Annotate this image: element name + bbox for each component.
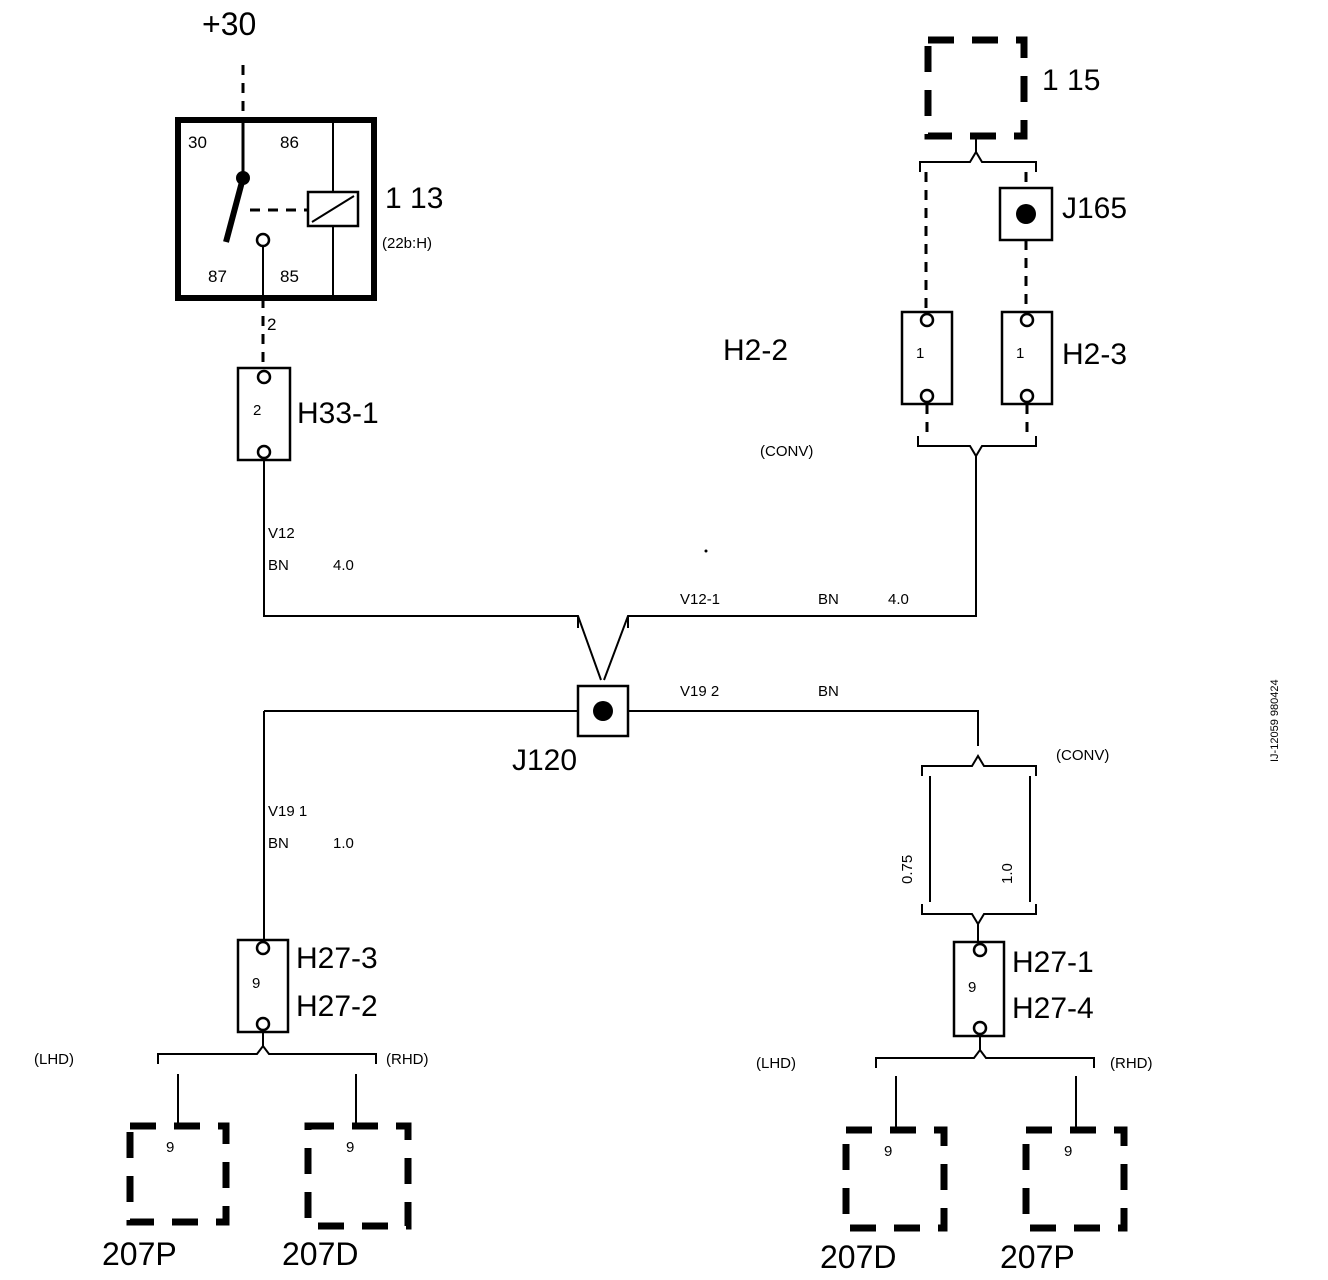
connector-h2-3: 1 xyxy=(1000,310,1054,406)
variant-rhd-left: (RHD) xyxy=(386,1051,429,1068)
h27-right-pin: 9 xyxy=(968,979,976,996)
connector-h33-1: 2 xyxy=(236,366,292,462)
relay-id: 1 13 xyxy=(385,182,443,215)
h27-2-label: H27-2 xyxy=(296,990,378,1023)
h27-4-label: H27-4 xyxy=(1012,992,1094,1025)
relay-switch-arm xyxy=(223,177,246,243)
load-207d-right xyxy=(842,1126,948,1232)
load-207d-left-pin: 9 xyxy=(346,1139,354,1156)
h27-1-label: H27-1 xyxy=(1012,946,1094,979)
variant-conv-top: (CONV) xyxy=(760,443,813,460)
load-207p-right xyxy=(1022,1126,1128,1232)
variant-conv-right: (CONV) xyxy=(1056,747,1109,764)
junction-j120-label: J120 xyxy=(512,744,577,777)
wire-v19-2-id: V19 2 xyxy=(680,683,719,700)
junction-j165 xyxy=(998,186,1054,242)
h2-2-label: H2-2 xyxy=(723,334,788,367)
connector-h2-2: 1 xyxy=(900,310,954,406)
h33-1-pin: 2 xyxy=(253,402,261,419)
wire-v12 xyxy=(263,460,602,681)
brace-1-15 xyxy=(919,150,1037,172)
wire-v19-2-color: BN xyxy=(818,683,839,700)
wire-v19-1-color: BN xyxy=(268,835,289,852)
relay-pin-87: 87 xyxy=(208,267,227,286)
component-1-15-id: 1 15 xyxy=(1042,64,1100,97)
connector-h27-right: 9 xyxy=(952,940,1006,1038)
brace-h2 xyxy=(917,436,1037,458)
load-207d-right-label: 207D xyxy=(820,1239,897,1275)
brace-split-top xyxy=(921,754,1037,776)
wire-v19-1-id: V19 1 xyxy=(268,803,307,820)
variant-rhd-right: (RHD) xyxy=(1110,1055,1153,1072)
relay-out-pin: 2 xyxy=(267,315,276,334)
brace-left-loads xyxy=(157,1044,377,1064)
relay-pin-86: 86 xyxy=(280,133,299,152)
wire-v19-2 xyxy=(628,710,979,746)
connector-h27-left: 9 xyxy=(236,938,290,1034)
wire-v12-id: V12 xyxy=(268,525,295,542)
load-207d-left-label: 207D xyxy=(282,1236,359,1272)
load-207p-left xyxy=(126,1122,230,1226)
component-1-15 xyxy=(924,36,1028,140)
h27-3-label: H27-3 xyxy=(296,942,378,975)
load-207p-left-label: 207P xyxy=(102,1236,177,1272)
wire-split-b-size: 1.0 xyxy=(999,863,1016,884)
h27-left-pin: 9 xyxy=(252,975,260,992)
wire-v12-color: BN xyxy=(268,557,289,574)
h2-2-pin: 1 xyxy=(916,345,924,362)
load-207d-right-pin: 9 xyxy=(884,1143,892,1160)
brace-right-loads xyxy=(875,1048,1095,1068)
wire-split-a-size: 0.75 xyxy=(899,855,916,884)
wire-v12-1 xyxy=(603,456,977,681)
wire-v12-size: 4.0 xyxy=(333,557,354,574)
relay-contact-87-terminal xyxy=(255,232,271,248)
h33-1-label: H33-1 xyxy=(297,397,379,430)
load-207p-left-pin: 9 xyxy=(166,1139,174,1156)
junction-j165-label: J165 xyxy=(1062,192,1127,225)
brace-split-bottom xyxy=(921,904,1037,926)
relay-note: (22b:H) xyxy=(382,235,432,252)
doc-reference: IJ-12059 980424 xyxy=(1269,679,1281,762)
h2-3-label: H2-3 xyxy=(1062,338,1127,371)
junction-j120 xyxy=(576,684,630,738)
load-207p-right-pin: 9 xyxy=(1064,1143,1072,1160)
supply-label: +30 xyxy=(202,6,256,42)
variant-lhd-right: (LHD) xyxy=(756,1055,796,1072)
wire-v12-1-color: BN xyxy=(818,591,839,608)
relay-pin-30: 30 xyxy=(188,133,207,152)
h2-3-pin: 1 xyxy=(1016,345,1024,362)
load-207d-left xyxy=(304,1122,412,1230)
relay-pin-85: 85 xyxy=(280,267,299,286)
relay-coil-slash xyxy=(311,195,355,223)
wire-v12-1-size: 4.0 xyxy=(888,591,909,608)
variant-lhd-left: (LHD) xyxy=(34,1051,74,1068)
load-207p-right-label: 207P xyxy=(1000,1239,1075,1275)
relay-1-13: 30 86 87 85 xyxy=(175,117,377,301)
wire-v12-1-id: V12-1 xyxy=(680,591,720,608)
wire-v19-1-size: 1.0 xyxy=(333,835,354,852)
